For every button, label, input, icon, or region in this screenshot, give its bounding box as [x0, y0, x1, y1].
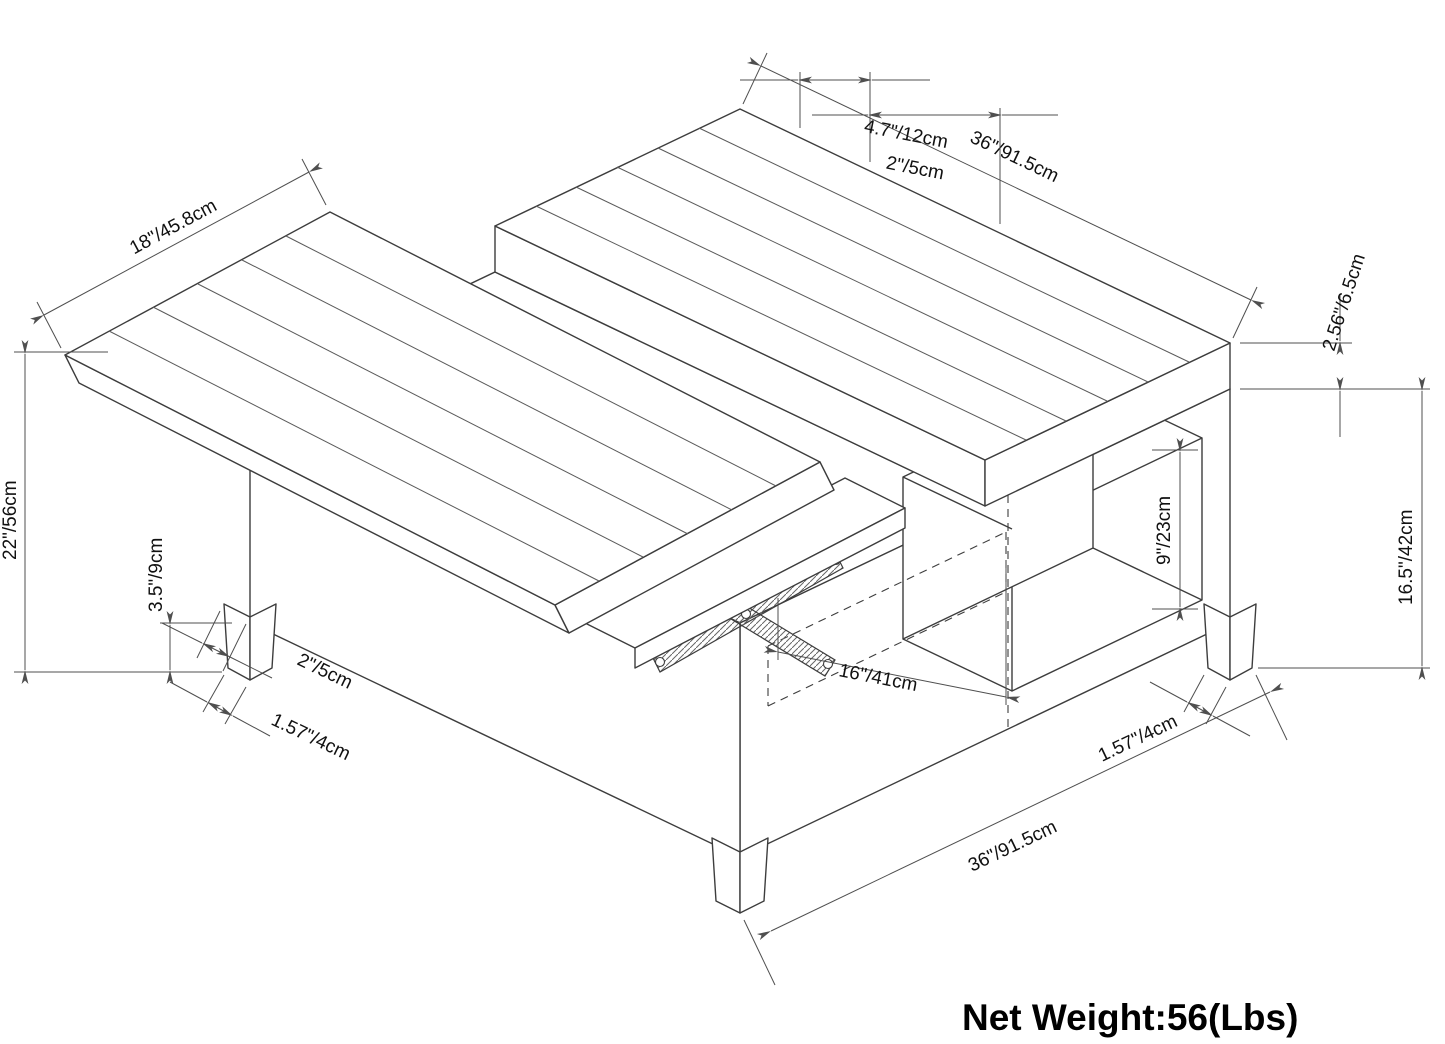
- dim-label-overall-height: 22"/56cm: [0, 480, 21, 560]
- tilted-cushion-stitches: [108, 235, 777, 582]
- shelf-depth-edge: [902, 476, 1013, 530]
- dim-leg-height: 3.5"/9cm: [146, 538, 232, 684]
- dim-label-leg-bottom-width-right: 1.57"/4cm: [1095, 711, 1181, 767]
- dim-label-leg-bottom-width-left: 1.57"/4cm: [268, 710, 354, 766]
- dim-cushion-thickness: 2.56"/6.5cm: [1240, 251, 1430, 437]
- right-leg: [1203, 603, 1257, 681]
- dim-base-height: 16.5"/42cm: [1258, 377, 1430, 680]
- dim-leg-bottom-width-right: 1.57"/4cm: [1095, 674, 1251, 767]
- dim-label-top-gap: 2"/5cm: [884, 153, 945, 185]
- dim-overall-height: 22"/56cm: [0, 340, 222, 684]
- lift-lid-front-band: [634, 507, 906, 669]
- dim-shelf-opening-height: 9"/23cm: [1152, 438, 1198, 621]
- dim-label-top-offset: 4.7"/12cm: [862, 116, 949, 153]
- dim-label-cushion-thickness: 2.56"/6.5cm: [1319, 251, 1370, 353]
- shelf-depth-edge: [1092, 547, 1203, 601]
- dim-label-top-length: 36"/91.5cm: [967, 127, 1062, 187]
- net-weight-label: Net Weight:56(Lbs): [962, 997, 1298, 1038]
- dim-label-base-length: 36"/91.5cm: [965, 816, 1060, 876]
- dim-leg-bottom-width-left: 1.57"/4cm: [169, 674, 354, 766]
- pivot-joint: [654, 656, 666, 668]
- lift-lid: [574, 477, 906, 669]
- dim-label-leg-height: 3.5"/9cm: [146, 538, 167, 612]
- dim-label-shelf-opening-height: 9"/23cm: [1154, 496, 1175, 565]
- dim-label-base-height: 16.5"/42cm: [1396, 510, 1417, 605]
